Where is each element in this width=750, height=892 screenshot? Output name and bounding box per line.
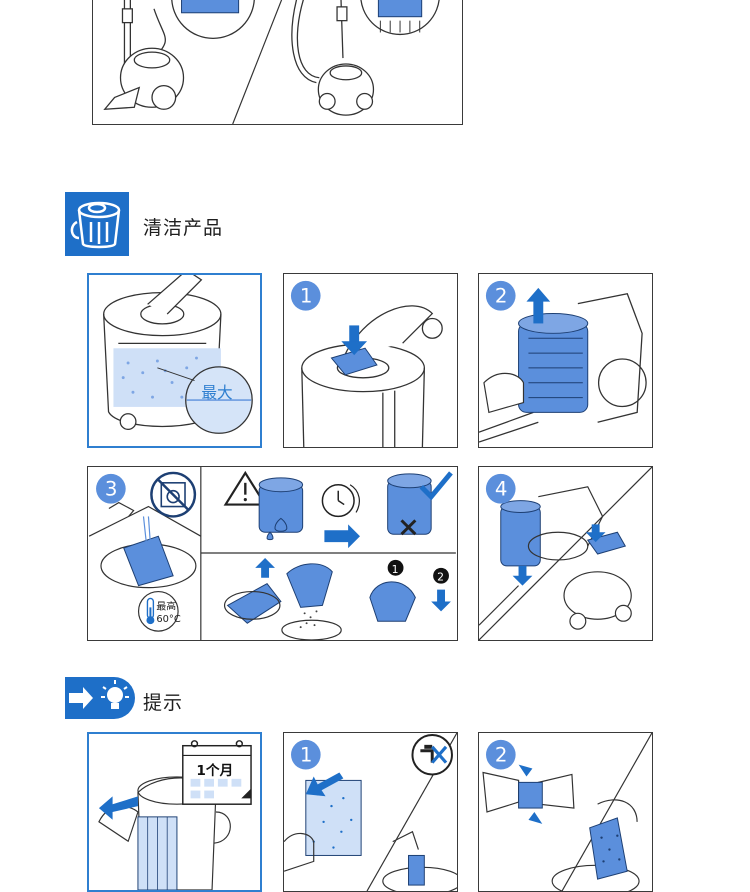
rinse-filter-illustration: 3 最高 60°C	[88, 467, 456, 640]
tip-step-1-illustration: 1	[284, 733, 457, 891]
substep-2-number: 2	[437, 571, 444, 584]
no-water-tap-icon	[411, 733, 453, 776]
tip-step-1-number: 1	[300, 744, 313, 767]
step-4-reinsert-panel: 4	[478, 466, 653, 641]
step-3-number: 3	[105, 478, 118, 501]
cleaning-section-icon-box	[65, 192, 129, 256]
step-2-lift-filter-panel: 2	[478, 273, 653, 448]
max-fill-label: 最大	[201, 383, 232, 402]
step-4-number: 4	[495, 478, 508, 501]
warning-triangle-icon	[223, 470, 268, 506]
tip-monthly-panel: 1个月	[87, 732, 262, 892]
step-1-number: 1	[300, 285, 313, 308]
max-temp-label-line1: 最高	[156, 599, 176, 612]
no-washing-machine-icon	[150, 471, 197, 518]
thermometer-icon	[137, 590, 179, 632]
tip-step-2-illustration: 2	[482, 733, 652, 891]
tip-monthly-illustration: 1个月	[98, 740, 252, 890]
lift-filter-illustration: 2	[479, 280, 647, 443]
tip-step-1-panel: 1	[283, 732, 458, 892]
tips-section-title: 提示	[143, 692, 184, 714]
vacuum-overview-illustration	[103, 0, 440, 124]
step-2-number: 2	[495, 285, 508, 308]
dust-container-icon	[70, 201, 121, 249]
arrow-lightbulb-icon	[69, 680, 129, 709]
interval-label: 1个月	[196, 763, 233, 779]
tips-section-icon-box	[65, 677, 135, 719]
tip-step-2-panel: 2	[478, 732, 653, 892]
reinsert-filter-illustration: 4	[479, 467, 652, 640]
dust-container-max-illustration: 最大	[103, 275, 253, 434]
press-release-illustration: 1	[290, 280, 443, 447]
cleaning-section-title: 清洁产品	[143, 217, 224, 239]
vacuum-overview-panel	[92, 0, 463, 125]
step-1-press-release-panel: 1	[283, 273, 458, 448]
step-3-rinse-panel: 3 最高 60°C	[87, 466, 458, 641]
max-temp-label-line2: 60°C	[156, 614, 181, 625]
tip-step-2-number: 2	[495, 744, 508, 767]
substep-1-number: 1	[392, 563, 399, 576]
clock-icon	[321, 484, 360, 518]
calendar-icon	[182, 740, 252, 805]
dust-container-max-panel: 最大	[87, 273, 262, 448]
